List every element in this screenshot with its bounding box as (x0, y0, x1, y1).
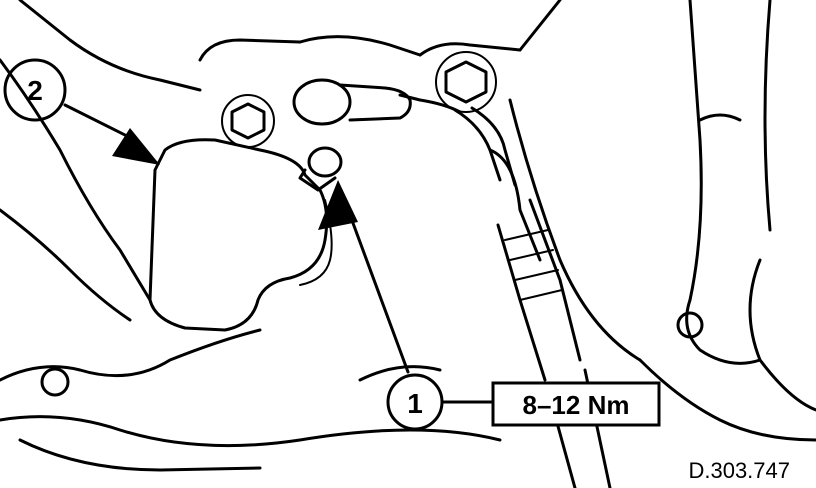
torque-spec-box: 8–12 Nm (491, 381, 661, 427)
callout-2-number: 2 (27, 75, 43, 106)
callout-1: 1 (318, 180, 495, 431)
figure-reference: D.303.747 (688, 458, 790, 483)
callout-2: 2 (3, 58, 160, 165)
wiring-harness (453, 106, 612, 488)
connector (292, 78, 462, 192)
sensor-cover (148, 138, 333, 332)
torque-spec-label: 8–12 Nm (523, 390, 630, 420)
callout-1-number: 1 (407, 388, 423, 419)
mounting-bolts (221, 51, 497, 148)
